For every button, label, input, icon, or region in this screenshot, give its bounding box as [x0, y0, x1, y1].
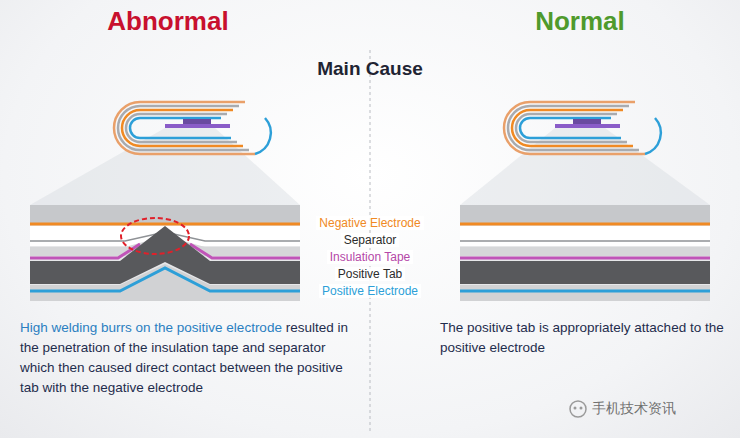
tab: [555, 124, 620, 128]
layer-label: Positive Tab: [335, 267, 405, 281]
electrode-curl: [645, 118, 661, 154]
electrode-layer: [114, 102, 255, 154]
title: Main Cause: [317, 58, 423, 80]
cross-section-normal: [460, 205, 710, 301]
tape: [573, 119, 601, 124]
heading: Normal: [535, 6, 625, 37]
heading: Abnormal: [107, 6, 228, 37]
layer-label: Negative Electrode: [316, 216, 423, 230]
zoom-fan: [30, 128, 300, 205]
electrode-layer: [520, 118, 621, 138]
electrode-layer: [118, 106, 249, 150]
tab: [165, 124, 230, 128]
electrode-layer: [512, 110, 633, 146]
electrode-layer: [130, 118, 231, 138]
zoom-fan: [460, 128, 710, 205]
electrode-layer: [122, 110, 243, 146]
layer-label: Insulation Tape: [327, 250, 414, 264]
layer-label: Separator: [341, 233, 400, 247]
electrode-layer: [508, 106, 639, 150]
electrode-layer: [126, 114, 237, 142]
electrode-layer: [504, 102, 645, 154]
watermark-icon: [570, 401, 586, 417]
caption-text: The positive tab is appropriately attach…: [440, 318, 725, 358]
tape: [183, 119, 211, 124]
electrode-curl: [255, 118, 271, 154]
cross-section-abnormal: [30, 205, 300, 301]
watermark: 手机技术资讯: [592, 400, 676, 418]
caption-highlight: High welding burrs on the positive elect…: [20, 320, 282, 335]
caption-block: High welding burrs on the positive elect…: [20, 318, 355, 398]
electrode-layer: [516, 114, 627, 142]
layer-label: Positive Electrode: [319, 284, 421, 298]
